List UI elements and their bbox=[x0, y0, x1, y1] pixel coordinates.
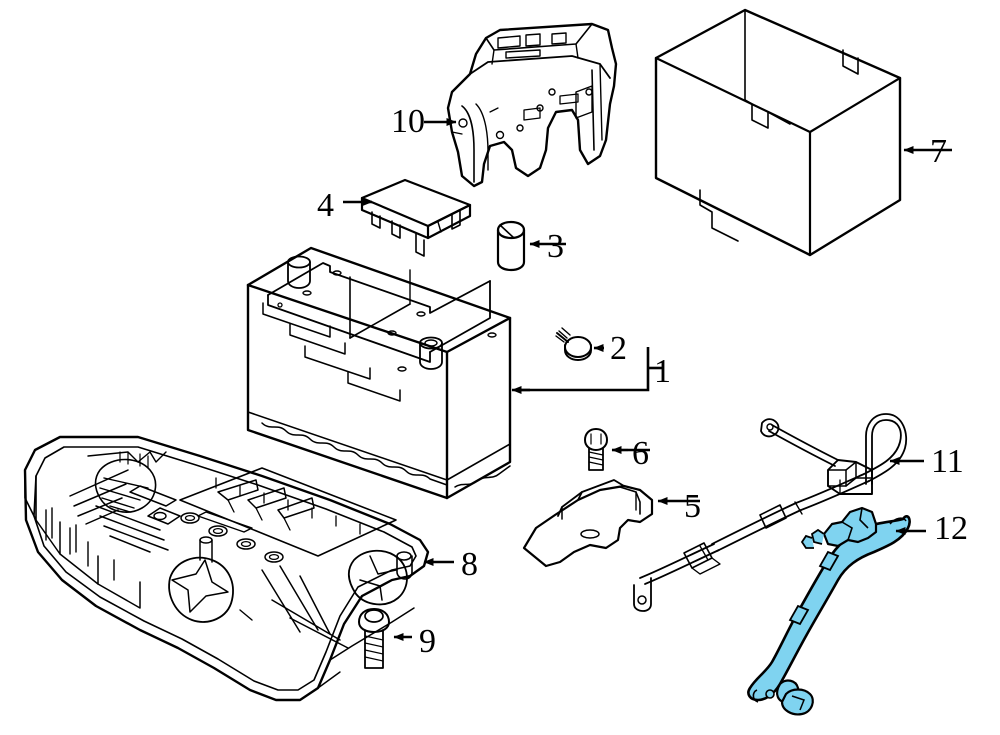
part-1-battery bbox=[246, 246, 512, 500]
callout-label-9[interactable]: 9 bbox=[419, 623, 436, 660]
part-10-battery-support-bracket bbox=[446, 22, 618, 188]
callout-label-1[interactable]: 1 bbox=[654, 353, 671, 390]
callout-label-11[interactable]: 11 bbox=[931, 443, 964, 480]
part-6-bracket-mounting-bolt bbox=[584, 428, 608, 471]
part-12-positive-battery-cable bbox=[747, 506, 911, 716]
part-2-hold-down-bolt bbox=[555, 327, 592, 361]
callout-label-8[interactable]: 8 bbox=[461, 546, 478, 583]
callout-label-5[interactable]: 5 bbox=[684, 488, 701, 525]
callout-label-7[interactable]: 7 bbox=[930, 133, 947, 170]
callout-label-3[interactable]: 3 bbox=[547, 228, 564, 265]
callout-label-12[interactable]: 12 bbox=[934, 510, 968, 547]
part-8-battery-tray bbox=[23, 435, 430, 702]
callout-label-10[interactable]: 10 bbox=[391, 103, 425, 140]
callout-label-6[interactable]: 6 bbox=[632, 435, 649, 472]
part-5-ground-cable-bracket bbox=[522, 479, 654, 568]
callout-label-2[interactable]: 2 bbox=[610, 330, 627, 367]
part-9-tray-bolt bbox=[358, 608, 390, 669]
callout-label-4[interactable]: 4 bbox=[317, 187, 334, 224]
part-7-battery-cover-box bbox=[654, 8, 902, 257]
leader-lines bbox=[343, 118, 952, 641]
part-3-terminal-protective-cap bbox=[496, 220, 526, 272]
part-11-negative-ground-cable bbox=[633, 413, 908, 612]
part-4-battery-top-cover-plate bbox=[360, 178, 472, 257]
